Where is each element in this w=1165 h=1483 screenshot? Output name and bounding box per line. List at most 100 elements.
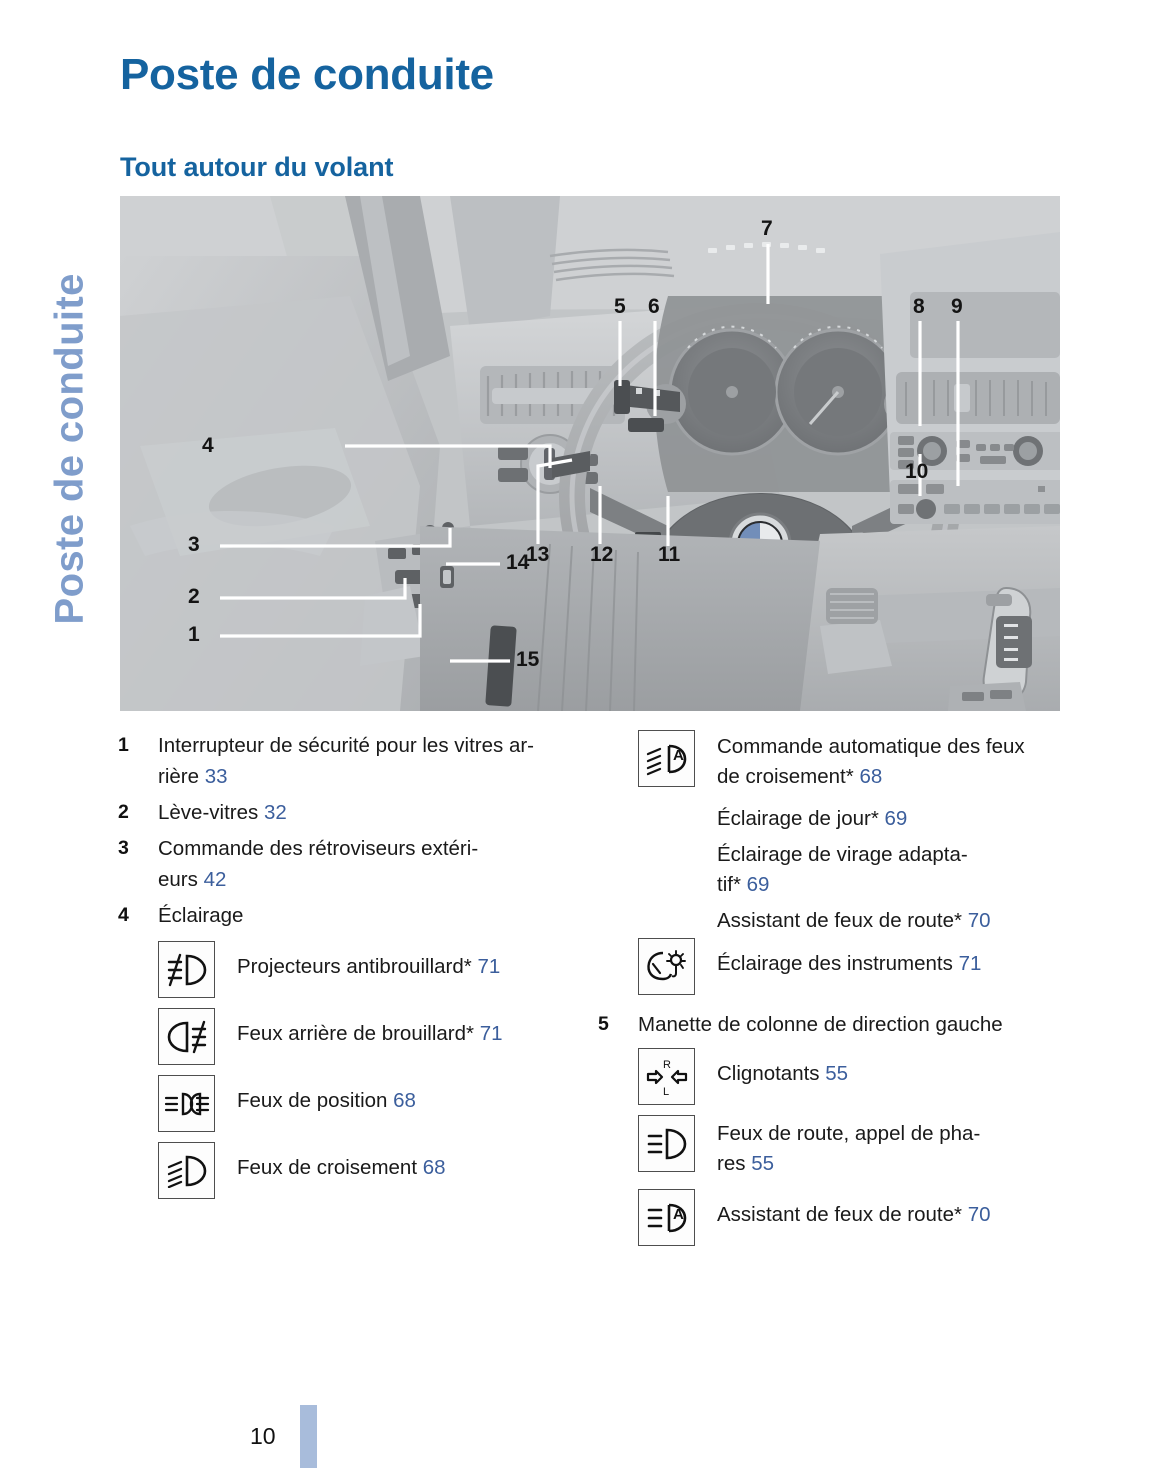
legend-item-2-text: Lève-vitres 32 [158,797,287,828]
high-beam-icon [638,1115,695,1172]
callout-8: 8 [913,295,925,318]
callout-1: 1 [188,623,200,646]
legend-item-1-text: Interrupteur de sécurité pour les vitres… [158,730,534,792]
sub-item-parking-lights-label: Feux de position 68 [237,1075,416,1116]
fog-lamp-rear-icon [158,1008,215,1065]
sub-item-low-beam-text: Feux de croisement [237,1156,418,1179]
legend-left-column: 1 Interrupteur de sécurité pour les vitr… [118,730,573,1209]
legend-item-3-line2: eurs [158,868,198,891]
sub-item-low-beam-label: Feux de croisement 68 [237,1142,446,1183]
callout-3: 3 [188,533,200,556]
sub-item-auto-low-beam-line2: de croisement* [717,765,854,788]
instrument-lighting-icon [638,938,695,995]
legend-item-5-number: 5 [598,1013,609,1035]
sub-item-adaptive-cornering-light-page[interactable]: 69 [746,873,770,896]
cockpit-illustration: 7 5 6 8 9 4 10 3 2 1 11 12 13 14 15 [120,196,1060,711]
callout-14: 14 [506,551,530,574]
legend-item-3-page[interactable]: 42 [203,868,227,891]
legend-item-3-number: 3 [118,837,129,859]
callout-9: 9 [951,295,963,318]
sub-item-auto-low-beam: A Commande automatique des feux de crois… [638,730,1053,792]
sub-item-high-beam-assistant-text: Assistant de feux de route* [717,1203,963,1226]
sub-item-high-beam-assistant-top: Assistant de feux de route* 70 [638,904,1053,936]
high-beam-assistant-icon: A [638,1189,695,1246]
sub-item-daytime-lights-text: Éclairage de jour* [717,807,879,830]
sub-item-instrument-lighting-text: Éclairage des instruments [717,952,953,975]
svg-text:A: A [673,1206,684,1223]
sub-item-low-beam-page[interactable]: 68 [422,1156,446,1179]
sub-item-high-beam-assistant-top-text: Assistant de feux de route* [717,909,963,932]
page-footer: 10 [250,1405,317,1468]
parking-lights-icon [158,1075,215,1132]
sub-item-turn-signals-label: Clignotants 55 [717,1048,848,1089]
svg-text:R: R [663,1059,671,1071]
sub-item-parking-lights-text: Feux de position [237,1089,388,1112]
legend-item-3-text: Commande des rétroviseurs extéri- eurs 4… [158,833,478,895]
sub-item-front-fog-lamps-page[interactable]: 71 [477,955,501,978]
svg-text:A: A [673,747,684,764]
sub-item-high-beam-assistant-page[interactable]: 70 [967,1203,991,1226]
side-tab-label: Poste de conduite [47,273,92,625]
section-title: Tout autour du volant [120,152,394,182]
sub-item-high-beam-assistant-top-label: Assistant de feux de route* 70 [717,904,991,936]
legend-item-1-page[interactable]: 33 [204,765,228,788]
sub-item-parking-lights-page[interactable]: 68 [393,1089,416,1112]
sub-item-daytime-lights-page[interactable]: 69 [884,807,908,830]
callout-10: 10 [905,460,929,483]
sub-item-adaptive-cornering-light-line2: tif* [717,873,741,896]
legend-item-5: 5 Manette de colonne de direction gauche [598,1009,1053,1040]
sub-item-auto-low-beam-line1: Commande automatique des feux [717,735,1025,758]
legend-item-2-line1: Lève-vitres [158,801,259,824]
sub-item-auto-low-beam-page[interactable]: 68 [859,765,883,788]
folio-bar [299,1405,317,1468]
callout-7: 7 [761,217,773,240]
legend-right-column: A Commande automatique des feux de crois… [598,730,1053,1256]
sub-item-auto-low-beam-label: Commande automatique des feux de croisem… [717,730,1025,792]
sub-item-high-beam-assistant-top-page[interactable]: 70 [967,909,991,932]
legend-item-3: 3 Commande des rétroviseurs extéri- eurs… [118,833,573,895]
legend-item-4-text: Éclairage [158,904,244,927]
sub-item-instrument-lighting: Éclairage des instruments 71 [638,938,1053,995]
sub-item-high-beam-line2: res [717,1152,746,1175]
sub-item-high-beam-assistant-label: Assistant de feux de route* 70 [717,1189,991,1230]
callout-6: 6 [648,295,660,318]
sub-item-adaptive-cornering-light: Éclairage de virage adapta- tif* 69 [638,838,1053,900]
side-tab: Poste de conduite [0,0,110,1483]
cockpit-illustration-graphic [120,196,1060,711]
legend-item-3-line1: Commande des rétroviseurs extéri- [158,837,479,860]
svg-text:L: L [663,1086,669,1097]
legend-item-1-line2: rière [158,765,200,788]
sub-item-rear-fog-lamps-text: Feux arrière de brouillard* [237,1022,475,1045]
sub-item-instrument-lighting-page[interactable]: 71 [958,952,982,975]
legend-item-4: 4 Éclairage [118,900,573,931]
sub-item-parking-lights: Feux de position 68 [158,1075,573,1132]
legend-item-1: 1 Interrupteur de sécurité pour les vitr… [118,730,573,792]
sub-item-daytime-lights: Éclairage de jour* 69 [638,802,1053,834]
sub-item-front-fog-lamps-label: Projecteurs antibrouillard* 71 [237,941,500,982]
callout-15: 15 [516,648,540,671]
legend-item-2-number: 2 [118,801,129,823]
sub-item-high-beam-page[interactable]: 55 [751,1152,774,1175]
sub-item-high-beam-label: Feux de route, appel de pha- res 55 [717,1115,980,1179]
sub-item-rear-fog-lamps-label: Feux arrière de brouillard* 71 [237,1008,503,1049]
sub-item-low-beam: Feux de croisement 68 [158,1142,573,1199]
sub-item-rear-fog-lamps-page[interactable]: 71 [479,1022,503,1045]
legend-item-2-page[interactable]: 32 [263,801,287,824]
callout-2: 2 [188,585,200,608]
sub-item-instrument-lighting-label: Éclairage des instruments 71 [717,938,981,979]
low-beam-icon [158,1142,215,1199]
sub-item-adaptive-cornering-light-line1: Éclairage de virage adapta- [717,843,968,866]
callout-4: 4 [202,434,214,457]
sub-item-high-beam: Feux de route, appel de pha- res 55 [638,1115,1053,1179]
sub-item-adaptive-cornering-light-label: Éclairage de virage adapta- tif* 69 [717,838,968,900]
sub-item-rear-fog-lamps: Feux arrière de brouillard* 71 [158,1008,573,1065]
folio-number: 10 [250,1423,276,1449]
turn-signal-icon: R L [638,1048,695,1105]
legend-item-1-number: 1 [118,734,129,756]
page-title: Poste de conduite [120,50,494,99]
callout-11: 11 [658,543,681,566]
sub-item-daytime-lights-label: Éclairage de jour* 69 [717,802,907,834]
callout-12: 12 [590,543,614,566]
fog-lamp-front-icon [158,941,215,998]
sub-item-turn-signals-page[interactable]: 55 [825,1062,849,1085]
